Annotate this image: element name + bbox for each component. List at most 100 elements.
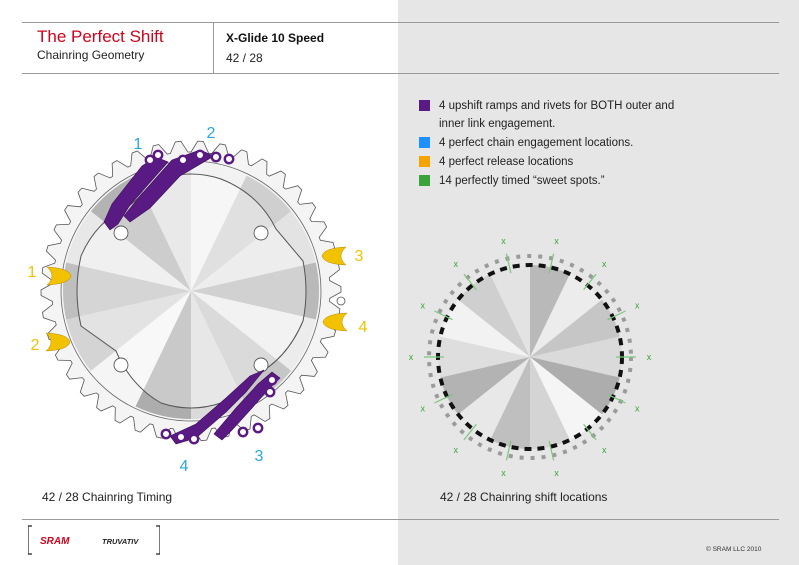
- sweet-spot-marker: x: [421, 404, 426, 414]
- sweet-spot-marker: x: [454, 259, 459, 269]
- engage-label-1: 1: [134, 136, 143, 153]
- sweet-spot-marker: x: [421, 300, 426, 310]
- ramp-rivet: [237, 426, 249, 438]
- ramp-rivet: [144, 154, 156, 166]
- model-name: X-Glide 10 Speed: [226, 31, 325, 45]
- legend: 4 upshift ramps and rivets for BOTH oute…: [419, 97, 719, 191]
- release-label-4: 4: [359, 319, 368, 336]
- shift-wedge: [440, 299, 530, 357]
- bolt-hole: [113, 225, 129, 241]
- sweet-spot-tick: [583, 273, 597, 291]
- green-swatch-icon: [419, 175, 430, 186]
- legend-text: 4 upshift ramps and rivets for BOTH oute…: [439, 100, 675, 112]
- legend-item-sweet-spots: 14 perfectly timed “sweet spots.”: [419, 172, 719, 190]
- sweet-spot-marker: x: [501, 468, 506, 478]
- orange-swatch-icon: [419, 156, 430, 167]
- ramp-rivet: [175, 431, 187, 443]
- shift-wedge: [530, 299, 620, 357]
- release-pin: [322, 312, 348, 332]
- chainring-wedge: [63, 262, 191, 320]
- chainring-wedge: [66, 291, 191, 371]
- blue-swatch-icon: [419, 137, 430, 148]
- bracket-left-icon: [28, 525, 32, 555]
- release-pin: [321, 246, 347, 266]
- ramp-rivet: [177, 154, 189, 166]
- sweet-spot-tick: [505, 440, 512, 461]
- bolt-hole: [253, 357, 269, 373]
- release-label-1: 1: [28, 264, 37, 281]
- sweet-spot-tick: [607, 310, 626, 321]
- header-top-rule: [22, 22, 779, 23]
- sweet-spot-tick: [505, 253, 512, 274]
- brand-logos: SRAM TRUVATIV: [28, 525, 160, 555]
- release-pin: [46, 266, 72, 286]
- shift-wedge: [458, 357, 530, 440]
- right-caption: 42 / 28 Chainring shift locations: [440, 490, 608, 504]
- ramp-rivet: [160, 428, 172, 440]
- upshift-ramp: [123, 149, 215, 223]
- ramp-rivet: [252, 422, 264, 434]
- engage-label-4: 4: [180, 458, 189, 475]
- legend-item-engagement: 4 perfect chain engagement locations.: [419, 134, 719, 152]
- bolt-hole: [113, 357, 129, 373]
- ramp-rivet: [264, 386, 276, 398]
- chainring-pin: [336, 296, 346, 306]
- chainring-wedge: [191, 163, 247, 291]
- shift-wedge: [530, 265, 570, 357]
- sweet-spot-marker: x: [554, 468, 559, 478]
- chainring-wedge: [135, 291, 191, 419]
- chainring-wedge: [191, 291, 316, 371]
- chainring-wedge: [66, 211, 191, 291]
- sweet-spot-tick: [463, 273, 477, 291]
- engage-label-3: 3: [255, 448, 264, 465]
- shift-wedge: [530, 274, 602, 357]
- purple-swatch-icon: [419, 100, 430, 111]
- sweet-spot-tick: [548, 440, 555, 461]
- sweet-spot-tick: [463, 423, 477, 441]
- ramp-rivet: [266, 374, 278, 386]
- gear-ratio: 42 / 28: [226, 51, 263, 65]
- sweet-spot-marker: x: [501, 236, 506, 246]
- sweet-spot-tick: [434, 310, 453, 321]
- shift-wedge: [437, 336, 530, 378]
- ramp-rivet: [152, 149, 164, 161]
- shift-wedge: [530, 336, 622, 378]
- sweet-spot-marker: x: [454, 445, 459, 455]
- left-caption: 42 / 28 Chainring Timing: [42, 490, 173, 504]
- page-title: The Perfect Shift: [37, 27, 164, 46]
- truvativ-logo: TRUVATIV: [102, 537, 139, 546]
- shift-wedge: [490, 265, 530, 357]
- chainring-wedge: [191, 175, 292, 291]
- ramp-rivet: [223, 153, 235, 165]
- ramp-rivet: [188, 433, 200, 445]
- bolt-hole: [253, 225, 269, 241]
- release-pin: [45, 332, 71, 352]
- shift-wedge: [530, 357, 570, 450]
- left-chainring-labels: 1 2 3 4 1 2 3 4: [28, 125, 368, 475]
- ramp-rivet: [210, 151, 222, 163]
- release-label-2: 2: [31, 337, 40, 354]
- sweet-spot-tick: [548, 253, 555, 274]
- bracket-right-icon: [156, 525, 160, 555]
- upshift-ramp: [169, 369, 265, 445]
- engage-label-2: 2: [207, 125, 216, 142]
- sweet-spot-marker: x: [635, 404, 640, 414]
- shift-wedge: [440, 357, 530, 415]
- chainring-wedge: [191, 211, 316, 291]
- shift-wedge: [490, 357, 530, 450]
- chainring-wedge: [90, 291, 191, 407]
- sweet-spot-marker: x: [602, 445, 607, 455]
- sweet-spot-tick: [434, 393, 453, 404]
- copyright: © SRAM LLC 2010: [706, 546, 762, 553]
- legend-text: 4 perfect release locations: [439, 156, 574, 168]
- header-divider: [213, 22, 214, 73]
- chainring-wedge: [191, 262, 319, 320]
- upshift-ramp: [213, 371, 281, 441]
- legend-item-ramps: 4 upshift ramps and rivets for BOTH oute…: [419, 97, 719, 133]
- legend-item-release: 4 perfect release locations: [419, 153, 719, 171]
- legend-text: 14 perfectly timed “sweet spots.”: [439, 175, 605, 187]
- release-label-3: 3: [355, 248, 364, 265]
- shift-wedge: [458, 274, 530, 357]
